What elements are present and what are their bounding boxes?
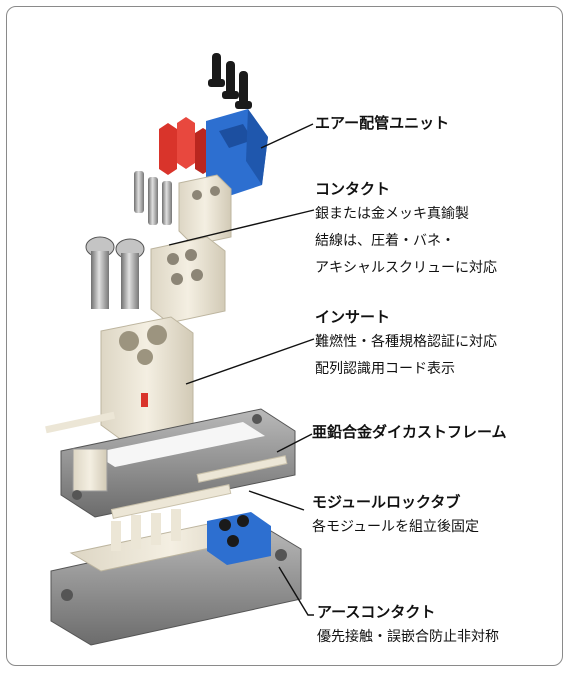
annotation-line: 各モジュールを組立後固定 [312,519,480,535]
annotation-line: 結線は、圧着・バネ・ [315,233,455,249]
annotation-die-cast-frame: 亜鉛合金ダイカストフレーム [312,421,507,442]
annotation-title: モジュールロックタブ [312,493,461,511]
contact-insert-lower [150,236,226,324]
figure-frame: エアー配管ユニット コンタクト 銀または金メッキ真鍮製 結線は、圧着・バネ・ ア… [6,6,563,666]
assembled-connector [50,509,302,646]
air-piping-unit [206,109,268,199]
annotation-line: アキシャルスクリューに対応 [315,260,497,276]
connector-exploded-illustration [45,53,315,646]
annotation-contact: コンタクト 銀または金メッキ真鍮製 結線は、圧着・バネ・ アキシャルスクリューに… [315,178,497,282]
annotation-title: エアー配管ユニット [315,114,450,132]
annotation-title: 亜鉛合金ダイカストフレーム [312,423,507,441]
contact-pins-small [134,171,172,225]
annotation-earth-contact: アースコンタクト 優先接触・誤嵌合防止非対称 [317,601,499,651]
red-seals [159,117,211,175]
leader-lines [168,123,315,616]
annotation-air-piping-unit: エアー配管ユニット [315,112,449,133]
contact-insert-upper [178,174,232,246]
air-tube-connectors [208,53,252,109]
annotation-title: アースコンタクト [317,603,436,621]
annotation-module-lock-tab: モジュールロックタブ 各モジュールを組立後固定 [312,491,479,541]
annotation-insert: インサート 難燃性・各種規格認証に対応 配列認識用コード表示 [315,306,497,383]
annotation-line: 銀または金メッキ真鍮製 [315,206,469,222]
annotation-title: コンタクト [315,180,391,198]
annotation-line: 難燃性・各種規格認証に対応 [315,334,497,350]
annotation-line: 優先接触・誤嵌合防止非対称 [317,629,499,645]
module-lock-tabs [110,455,288,519]
annotation-title: インサート [315,308,391,326]
annotation-line: 配列認識用コード表示 [315,361,455,377]
contact-pins-large [85,236,145,309]
insert-block [100,316,194,442]
die-cast-frame [45,408,296,518]
